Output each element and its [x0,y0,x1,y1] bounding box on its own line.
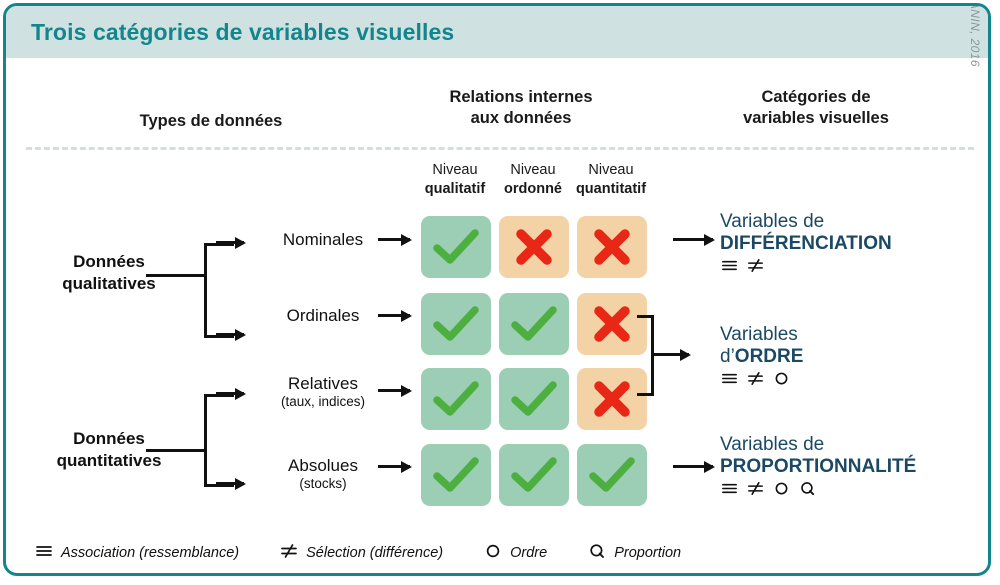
category-1-line1: Variables de [720,211,825,232]
matrix-cell-1-3 [577,216,647,278]
legend: Association (ressemblance) Sélection (dif… [34,539,734,567]
category-2-title: ORDRE [734,345,804,367]
category-1-title: DIFFÉRENCIATION [720,232,892,254]
attribution-credit: LAMBERT & ZANIN, 2016 [968,6,982,68]
matrix-cell-3-2 [499,368,569,430]
category-2-name: d’ORDRE [720,345,988,368]
row-label-relatives-sub: (taux, indices) [280,394,366,410]
row-label-relatives-text: Relatives [288,374,358,393]
equiv-icon [720,369,739,393]
row-label-nominales-text: Nominales [282,230,364,249]
equiv-icon [720,479,739,503]
q-icon [587,541,607,566]
legend-item-4-label: Proportion [614,545,682,561]
category-3-line1: Variables de [720,434,825,455]
level-header-qualitatif: Niveau qualitatif [400,161,510,199]
row-label-relatives: Relatives (taux, indices) [248,374,398,411]
category-3-name: PROPORTIONNALITÉ [720,455,988,478]
matrix-cell-3-3 [577,368,647,430]
column-header-relations-line1: Relations internes [449,88,593,106]
level-header-quantitatif-bottom: quantitatif [575,180,647,197]
row-label-nominales: Nominales [248,230,398,250]
matrix-cell-2-2 [499,293,569,355]
diagram-header: Trois catégories de variables visuelles [6,6,988,58]
group-label-quantitatives: Données quantitatives [14,428,204,472]
column-header-relations-line2: aux données [470,108,572,127]
matrix-cell-4-3 [577,444,647,506]
column-header-categories-line2: variables visuelles [743,108,889,127]
circle-icon [772,479,791,503]
category-3-title: PROPORTIONNALITÉ [720,455,917,477]
arrow-to-row-1 [378,238,410,241]
row-label-ordinales-text: Ordinales [286,306,360,325]
legend-item-4: Proportion [587,541,681,566]
row-label-absolues: Absolues (stocks) [248,456,398,493]
level-header-qualitatif-top: Niveau [432,162,478,178]
neq-icon [746,479,765,503]
matrix-cell-4-1 [421,444,491,506]
legend-item-3: Ordre [483,541,547,566]
row-label-absolues-sub: (stocks) [299,476,347,492]
row-label-ordinales: Ordinales [248,306,398,326]
column-header-relations: Relations internes aux données [376,87,666,128]
column-header-types: Types de données [139,112,283,130]
group-label-qualitatives-line2: qualitatives [62,274,156,294]
circle-icon [483,541,503,566]
level-header-quantitatif: Niveau quantitatif [556,161,666,199]
column-header-categories: Catégories de variables visuelles [671,87,961,128]
legend-item-1-label: Association (ressemblance) [61,545,240,561]
neq-icon [746,369,765,393]
page-title: Trois catégories de variables visuelles [31,18,455,45]
level-header-ordonne-bottom: ordonné [504,180,562,197]
group-label-qualitatives: Données qualitatives [14,251,204,295]
group-label-qualitatives-line1: Données [73,252,145,271]
level-header-ordonne-top: Niveau [510,162,556,178]
matrix-cell-3-1 [421,368,491,430]
group-label-quantitatives-line1: Données [73,429,145,448]
equiv-icon [720,256,739,280]
arrow-to-row-2 [378,314,410,317]
legend-item-1: Association (ressemblance) [34,541,239,566]
group-label-quantitatives-line2: quantitatives [56,451,162,471]
matrix-cell-4-2 [499,444,569,506]
category-2-prefix: d’ [720,345,735,367]
category-3-symbols [720,479,988,503]
arrow-to-proportionnalite [673,465,713,468]
diagram-frame: Trois catégories de variables visuelles … [3,3,991,576]
matrix-cell-2-3 [577,293,647,355]
neq-icon [746,256,765,280]
column-header-categories-line1: Catégories de [761,88,871,106]
legend-item-2: Sélection (différence) [279,541,443,566]
matrix-cell-1-2 [499,216,569,278]
category-2-line1: Variables [720,324,798,345]
equiv-icon [34,541,54,566]
level-header-qualitatif-bottom: qualitatif [424,180,486,197]
category-1-name: DIFFÉRENCIATION [720,232,988,255]
level-header-quantitatif-top: Niveau [588,162,634,178]
section-divider [26,147,974,150]
neq-icon [279,541,299,566]
category-2-symbols [720,369,988,393]
arrow-to-row-4 [378,465,410,468]
row-label-absolues-text: Absolues [288,456,358,475]
level-header-ordonne: Niveau ordonné [478,161,588,199]
arrow-to-row-3 [378,389,410,392]
matrix-cell-2-1 [421,293,491,355]
legend-item-2-label: Sélection (différence) [306,545,444,561]
legend-item-3-label: Ordre [510,545,548,561]
q-icon [798,479,817,503]
matrix-cell-1-1 [421,216,491,278]
category-1-symbols [720,256,988,280]
circle-icon [772,369,791,393]
arrow-to-differenciation [673,238,713,241]
